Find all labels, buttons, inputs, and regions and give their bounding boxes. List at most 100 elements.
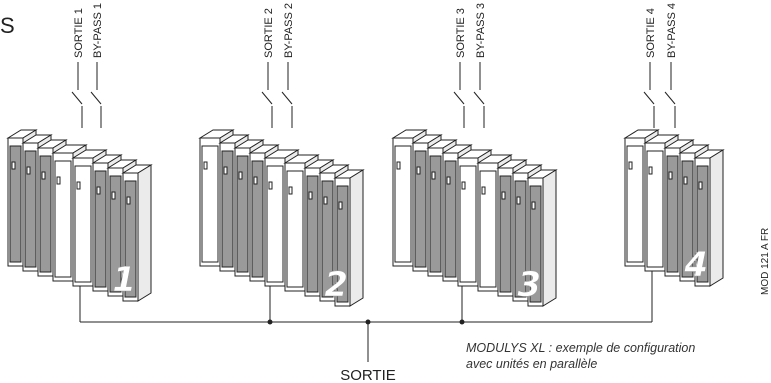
cabinet-door: [236, 155, 249, 273]
door-handle: [698, 181, 703, 190]
cabinet-side: [137, 164, 152, 302]
switch-blade: [643, 91, 655, 105]
door-handle: [516, 196, 521, 205]
switch-blade: [664, 91, 676, 105]
switch-blade: [473, 91, 485, 105]
junction-dot: [365, 319, 371, 325]
unit-number: 4: [683, 245, 708, 285]
cabinet-door: [429, 155, 442, 273]
sortie-label: SORTIE 4: [645, 8, 657, 58]
door-handle: [396, 161, 401, 170]
sortie-label: SORTIE 2: [263, 8, 275, 58]
bypass-label: BY-PASS 4: [666, 3, 678, 58]
door-handle: [323, 196, 328, 205]
reference-code: MOD 121 A FR: [760, 228, 771, 295]
door-handle: [461, 181, 466, 190]
cabinet-door: [266, 165, 284, 283]
cabinet-door: [336, 185, 349, 303]
door-handle: [111, 191, 116, 200]
partial-heading: S: [0, 13, 15, 38]
ups-unit-4: SORTIE 4 BY-PASS 4 4: [623, 3, 725, 287]
cabinet-door: [54, 160, 72, 278]
junction-dot: [267, 319, 273, 325]
bypass-label: BY-PASS 2: [283, 3, 295, 58]
door-handle: [253, 176, 258, 185]
switch-blade: [453, 91, 465, 105]
cabinet-door: [94, 170, 107, 288]
cabinet-side: [349, 169, 364, 307]
input-switches: [261, 62, 293, 128]
cabinet: [693, 149, 725, 287]
cabinet-door: [286, 170, 304, 288]
door-handle: [628, 161, 633, 170]
cabinet-door: [74, 165, 92, 283]
cabinet-door: [321, 180, 334, 298]
switch-blade: [71, 91, 83, 105]
door-handle: [648, 166, 653, 175]
switch-blade: [261, 91, 273, 105]
switch-blade: [281, 91, 293, 105]
door-handle: [668, 171, 673, 180]
cabinet-door: [681, 160, 694, 278]
input-switches: [71, 62, 102, 128]
ups-unit-2: SORTIE 2 BY-PASS 2 2: [198, 3, 365, 307]
door-handle: [203, 161, 208, 170]
input-switches: [643, 62, 676, 128]
caption-line-1: MODULYS XL : exemple de configuration: [466, 341, 696, 355]
door-handle: [288, 186, 293, 195]
sortie-label: SORTIE 3: [455, 8, 467, 58]
cabinet-door: [646, 150, 664, 268]
cabinet-door: [306, 175, 319, 293]
output-label: SORTIE: [340, 367, 396, 383]
door-handle: [308, 191, 313, 200]
figure-caption: MODULYS XL : exemple de configuration av…: [466, 340, 766, 372]
cabinet-door: [109, 175, 122, 293]
cabinet-side: [709, 149, 724, 287]
cabinet: [283, 154, 320, 292]
cabinet-door: [499, 175, 512, 293]
door-handle: [338, 201, 343, 210]
cabinet-door: [444, 160, 457, 278]
cabinet: [643, 134, 680, 272]
door-handle: [56, 176, 61, 185]
door-handle: [446, 176, 451, 185]
door-handle: [531, 201, 536, 210]
door-handle: [76, 181, 81, 190]
cabinet-door: [39, 155, 52, 273]
cabinet-door: [626, 145, 644, 263]
cabinet: [121, 164, 153, 302]
unit-number: 2: [324, 265, 348, 305]
door-handle: [96, 186, 101, 195]
cabinet-door: [666, 155, 679, 273]
cabinet-door: [514, 180, 527, 298]
door-handle: [683, 176, 688, 185]
cabinet-door: [221, 150, 234, 268]
cabinet-door: [414, 150, 427, 268]
cabinet-door: [251, 160, 264, 278]
cabinet-door: [201, 145, 219, 263]
switch-blade: [90, 91, 102, 105]
cabinet-door: [479, 170, 497, 288]
cabinet-door: [9, 145, 22, 263]
door-handle: [223, 166, 228, 175]
cabinet-door: [394, 145, 412, 263]
unit-number: 3: [517, 265, 541, 305]
junction-dot: [459, 319, 465, 325]
door-handle: [238, 171, 243, 180]
cabinet: [526, 169, 558, 307]
ups-unit-1: SORTIE 1 BY-PASS 1 1: [6, 3, 153, 302]
unit-number: 1: [112, 260, 136, 300]
cabinet-door: [24, 150, 37, 268]
door-handle: [126, 196, 131, 205]
cabinet-side: [542, 169, 557, 307]
bypass-label: BY-PASS 1: [92, 3, 104, 58]
sortie-label: SORTIE 1: [73, 8, 85, 58]
input-switches: [453, 62, 485, 128]
cabinet-door: [124, 180, 137, 298]
cabinet-door: [696, 165, 709, 283]
door-handle: [26, 166, 31, 175]
cabinet: [333, 169, 365, 307]
cabinet-door: [529, 185, 542, 303]
